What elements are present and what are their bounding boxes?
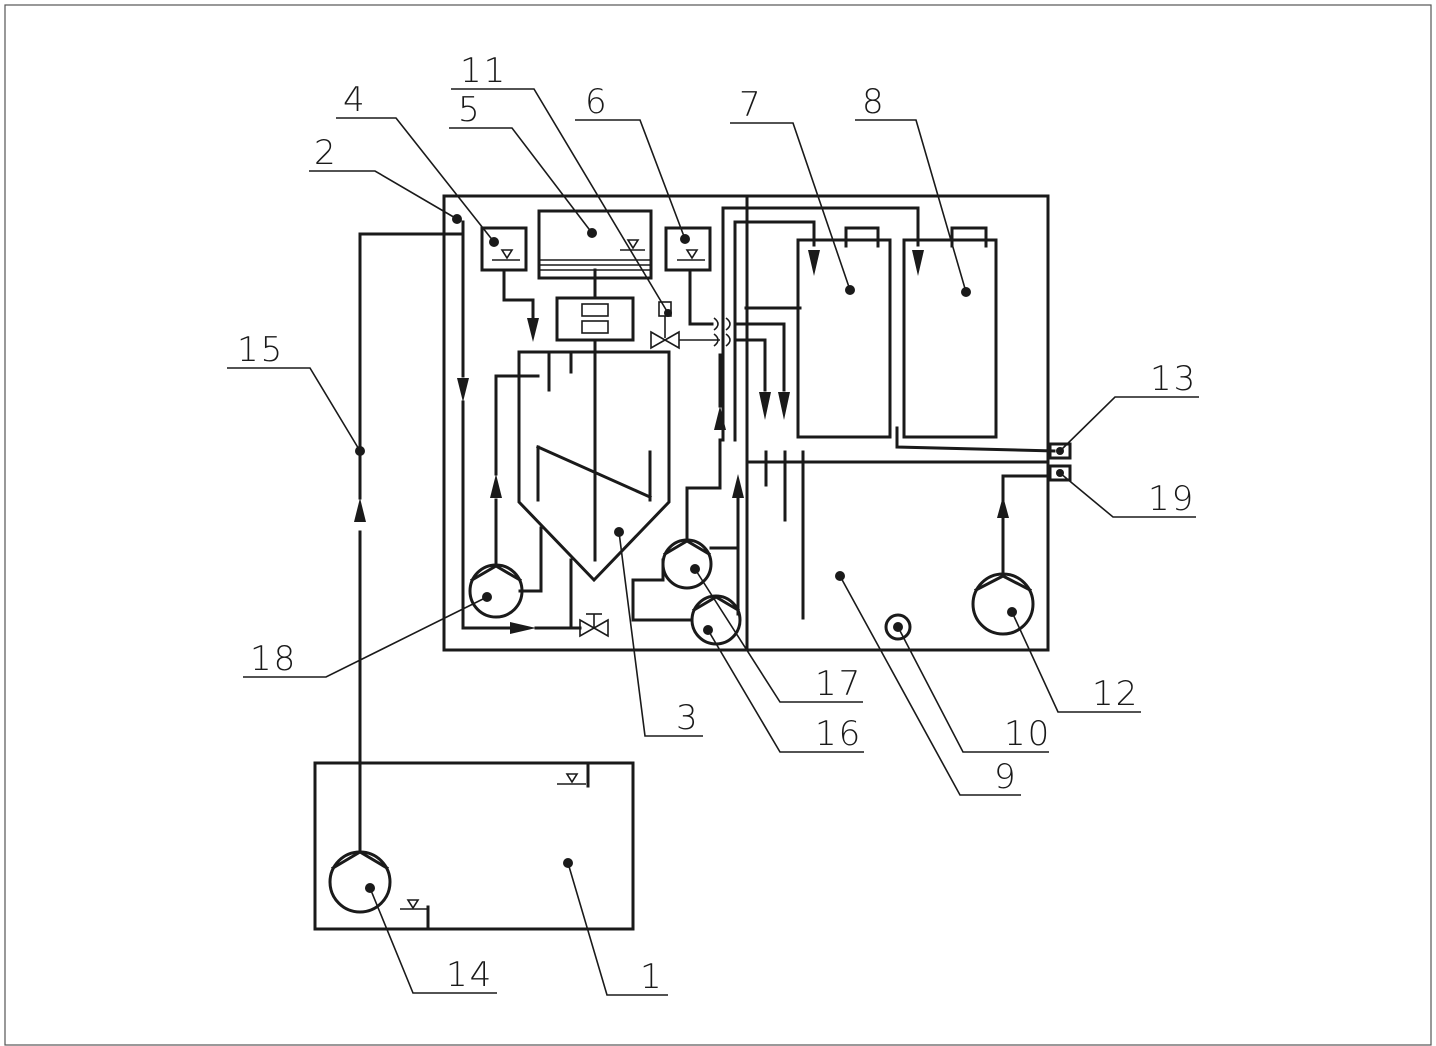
pump-12 [971, 494, 1035, 636]
pump-18 [468, 374, 543, 619]
label-19: 19 [1148, 479, 1195, 519]
tank-7 [796, 226, 892, 439]
label-3: 3 [676, 698, 700, 738]
pump-16 [690, 474, 744, 646]
distribution-piping [688, 206, 924, 442]
label-18: 18 [250, 639, 297, 679]
pump-14 [328, 850, 392, 914]
outlet-19 [997, 464, 1072, 522]
leader-lines [227, 88, 1199, 996]
label-4: 4 [343, 80, 367, 120]
label-16: 16 [815, 714, 862, 754]
label-15: 15 [237, 330, 284, 370]
sludge-piping [452, 214, 609, 638]
label-5: 5 [458, 90, 482, 130]
label-7: 7 [739, 85, 763, 125]
feed-pipe-15 [354, 232, 465, 854]
label-10: 10 [1004, 714, 1051, 754]
label-9: 9 [994, 757, 1018, 797]
dosing-tank-6 [664, 226, 712, 272]
label-2: 2 [314, 133, 338, 173]
label-6: 6 [585, 82, 609, 122]
label-13: 13 [1150, 359, 1197, 399]
label-11: 11 [460, 51, 507, 91]
label-1: 1 [640, 957, 664, 997]
valve-11 [650, 301, 720, 350]
raw-water-tank-1 [313, 761, 635, 931]
label-14: 14 [446, 955, 493, 995]
page-frame [4, 4, 1432, 1046]
outlet-13 [895, 426, 1072, 460]
dosing-tank-4 [480, 226, 539, 342]
settling-reactor-3 [517, 338, 671, 583]
pump-17 [631, 353, 726, 622]
label-8: 8 [862, 82, 886, 122]
label-17: 17 [815, 664, 862, 704]
label-12: 12 [1092, 674, 1139, 714]
callout-numbers: 1 2 3 4 5 6 7 8 9 10 11 12 13 14 15 16 1… [237, 51, 1197, 997]
clear-water-tank-9 [764, 450, 912, 641]
chemical-tank-5 [537, 209, 653, 342]
